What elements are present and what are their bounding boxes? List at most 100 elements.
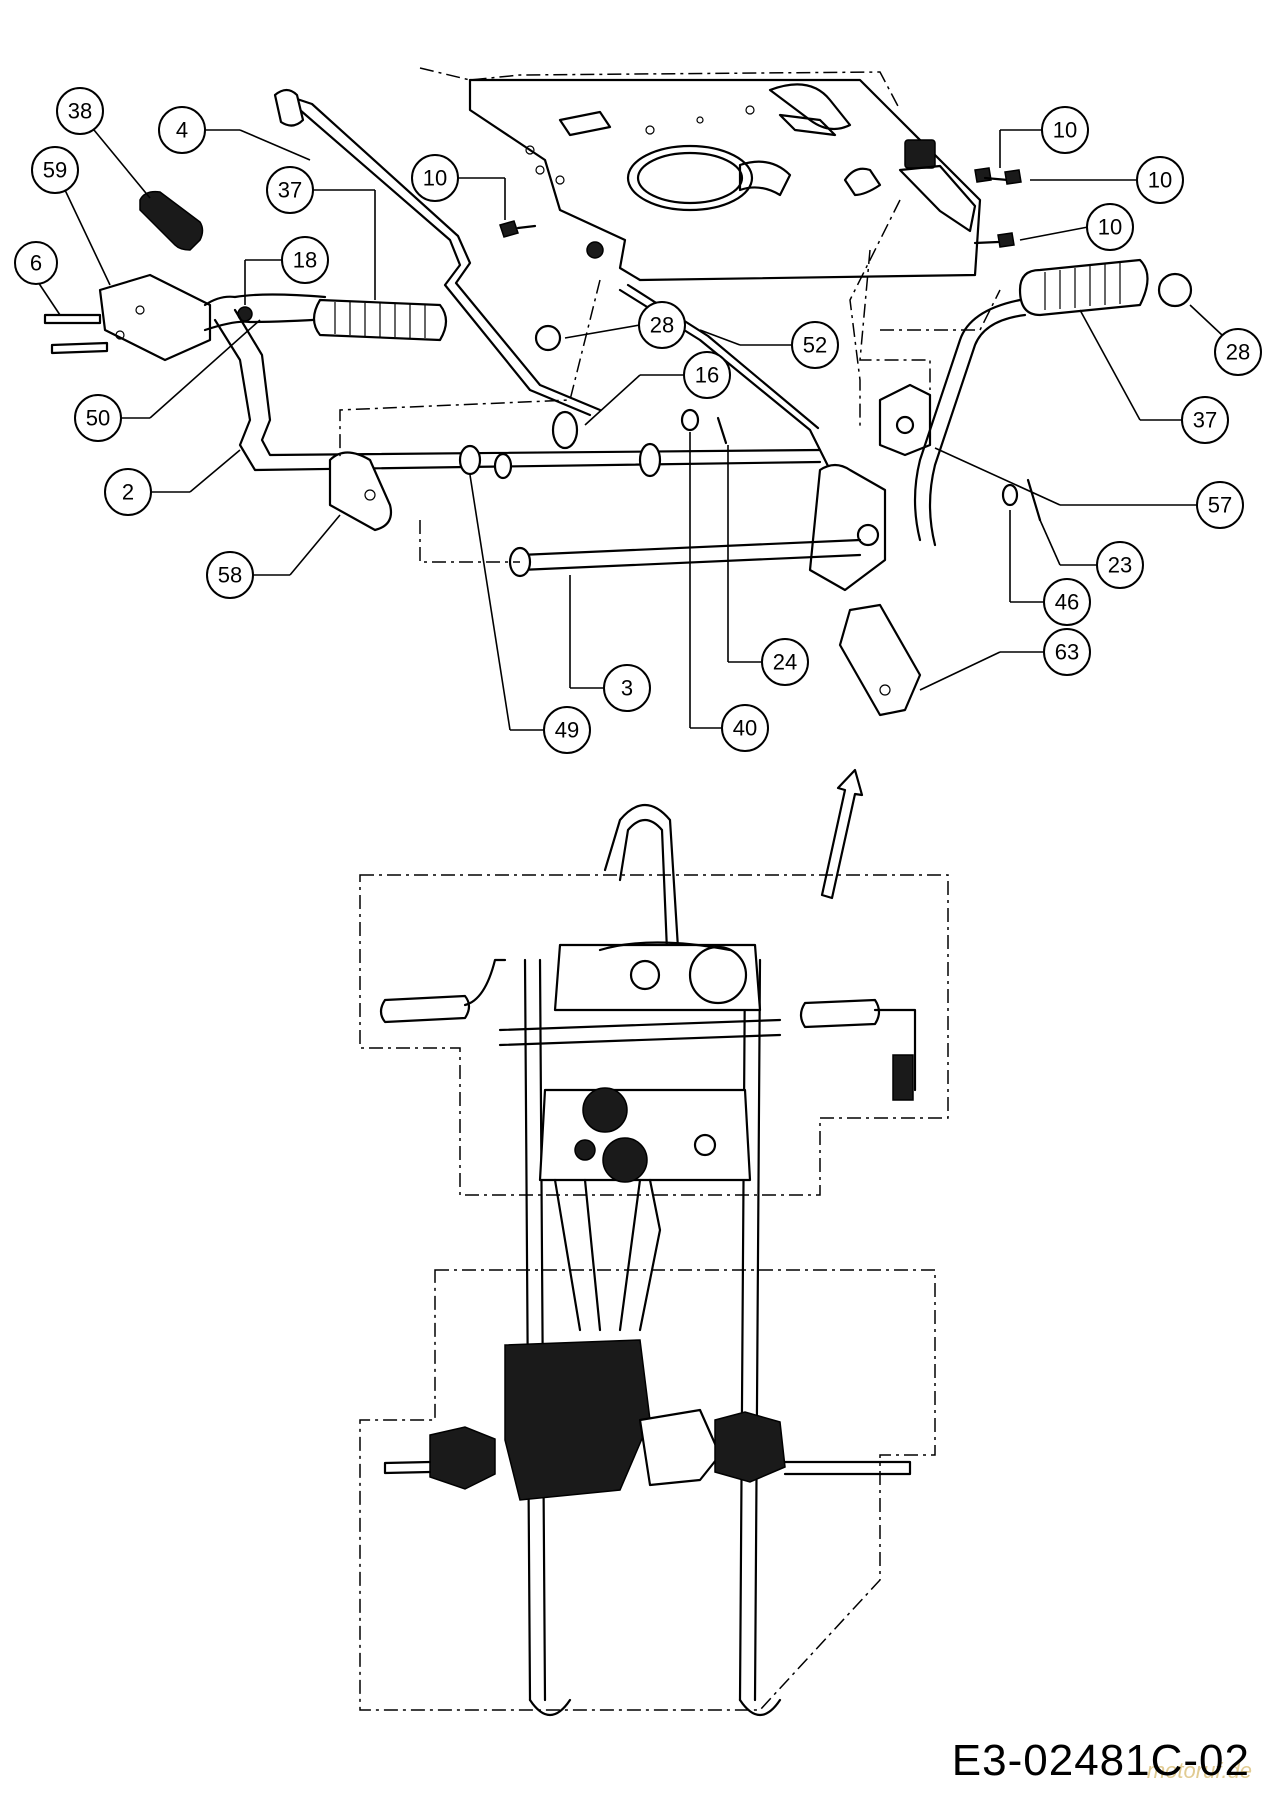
- bolt-10-right-mid: [1004, 169, 1022, 185]
- plate-58: [328, 451, 393, 532]
- svg-text:10: 10: [1098, 215, 1122, 240]
- overview-grip-left: [379, 994, 471, 1024]
- svg-text:2: 2: [122, 480, 134, 505]
- callout-52: 52: [791, 321, 839, 369]
- washer-40: [680, 408, 700, 432]
- pin-23: [1026, 478, 1042, 522]
- svg-text:58: 58: [218, 563, 242, 588]
- frame-plate: [468, 78, 982, 282]
- grip-37-right-ribs: [1044, 263, 1121, 310]
- callout-58: 58: [206, 551, 254, 599]
- drive-belt: [553, 1178, 642, 1332]
- callout-49: 49: [543, 706, 591, 754]
- callout-10-b: 10: [1041, 106, 1089, 154]
- svg-text:18: 18: [293, 248, 317, 273]
- diagram-reference-code: E3-02481C-02: [951, 1736, 1250, 1785]
- svg-text:63: 63: [1055, 640, 1079, 665]
- svg-text:37: 37: [1193, 408, 1217, 433]
- dash-line-c: [859, 249, 931, 390]
- rod-4-outline: [286, 94, 602, 412]
- svg-text:40: 40: [733, 716, 757, 741]
- frame-rail-right: [738, 958, 762, 1702]
- svg-text:28: 28: [650, 313, 674, 338]
- washer-46: [1001, 483, 1019, 507]
- transaxle-body: [504, 1339, 651, 1501]
- callout-59: 59: [31, 146, 79, 194]
- region-box-upper: [359, 874, 949, 1196]
- svg-text:23: 23: [1108, 553, 1132, 578]
- axle-right: [783, 1460, 912, 1476]
- svg-text:49: 49: [555, 718, 579, 743]
- callout-63: 63: [1043, 628, 1091, 676]
- cap-28-right: [1157, 272, 1193, 308]
- svg-text:38: 38: [68, 99, 92, 124]
- loop-handle: [603, 804, 682, 982]
- svg-text:52: 52: [803, 333, 827, 358]
- svg-text:50: 50: [86, 406, 110, 431]
- pedal-pad-38: [139, 190, 204, 251]
- cap-28-left: [534, 324, 562, 352]
- view-arrow: [820, 768, 864, 900]
- bolt-10-right-low: [973, 232, 1015, 248]
- callout-28-left: 28: [638, 301, 686, 349]
- callout-37-right: 37: [1181, 396, 1229, 444]
- dash-line-b: [849, 199, 901, 430]
- callout-10-c: 10: [1136, 156, 1184, 204]
- svg-text:28: 28: [1226, 340, 1250, 365]
- callout-18: 18: [281, 236, 329, 284]
- callout-3: 3: [603, 664, 651, 712]
- callout-16: 16: [683, 351, 731, 399]
- svg-text:10: 10: [1148, 168, 1172, 193]
- callout-10-d: 10: [1086, 203, 1134, 251]
- callout-24: 24: [761, 638, 809, 686]
- pedal-shaft-2: [213, 318, 822, 472]
- right-bracket: [808, 463, 887, 592]
- callout-37-left: 37: [266, 166, 314, 214]
- frame-outline: [419, 67, 901, 111]
- washer: [493, 452, 513, 480]
- cotter-pin-24: [716, 416, 728, 445]
- svg-text:37: 37: [278, 178, 302, 203]
- dash-line-d: [880, 289, 1001, 331]
- grip-37-right: [1018, 258, 1149, 317]
- callout-38: 38: [56, 87, 104, 135]
- nut: [586, 241, 604, 259]
- pedal-arm-right: [913, 298, 1022, 542]
- svg-text:4: 4: [176, 118, 188, 143]
- bolt-10-right-top: [974, 167, 1010, 183]
- callout-23: 23: [1096, 541, 1144, 589]
- callout-57: 57: [1196, 481, 1244, 529]
- plate-63: [838, 603, 922, 717]
- svg-text:24: 24: [773, 650, 797, 675]
- svg-text:16: 16: [695, 363, 719, 388]
- callout-40: 40: [721, 704, 769, 752]
- frame-rail-left: [523, 958, 547, 1702]
- watermark: motoruf.de: [1146, 1758, 1252, 1783]
- svg-text:57: 57: [1208, 493, 1232, 518]
- callout-2: 2: [104, 468, 152, 516]
- bracket-59: [98, 273, 212, 362]
- region-box-lower: [359, 1269, 936, 1711]
- svg-text:10: 10: [1053, 118, 1077, 143]
- upper-exploded-view: [43, 67, 1193, 717]
- callout-28-right: 28: [1214, 328, 1262, 376]
- callout-4: 4: [158, 106, 206, 154]
- svg-text:46: 46: [1055, 590, 1079, 615]
- svg-text:6: 6: [30, 251, 42, 276]
- transaxle-right-housing: [714, 1411, 786, 1483]
- lower-overview: [359, 768, 949, 1717]
- rod-4-end: [273, 88, 305, 127]
- pulley-lower: [602, 1137, 648, 1183]
- grip-37-left-ribs: [334, 302, 426, 338]
- idler: [574, 1139, 596, 1161]
- rod-4-clevis: [551, 410, 579, 450]
- overview-crossbar: [498, 1018, 782, 1047]
- axle-left: [383, 1460, 432, 1475]
- svg-text:10: 10: [423, 166, 447, 191]
- callout-6: 6: [14, 241, 58, 285]
- overview-grip-right: [799, 998, 881, 1029]
- pulley-upper: [582, 1087, 628, 1133]
- dash-line-a: [339, 279, 601, 460]
